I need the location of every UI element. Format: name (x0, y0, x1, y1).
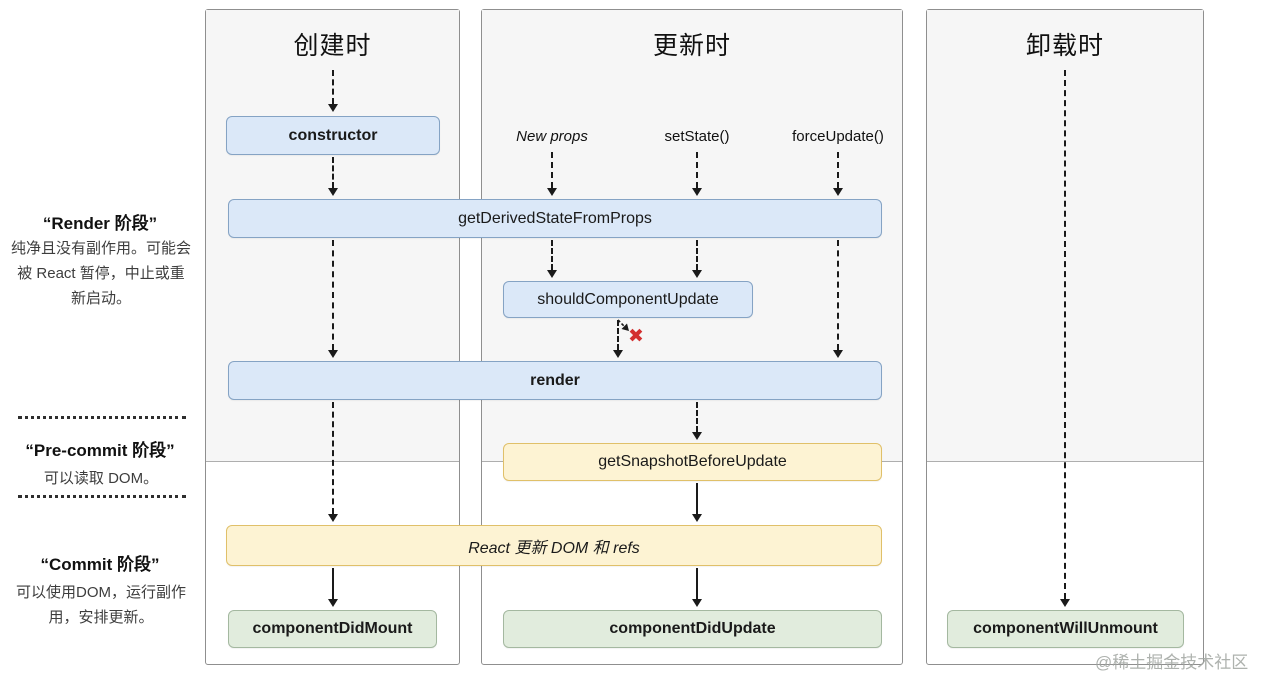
commit-phase-title: “Commit 阶段” (40, 555, 160, 574)
box-get-derived-state-from-props: getDerivedStateFromProps (228, 199, 882, 238)
dotted-divider-bottom (18, 495, 186, 498)
dotted-divider-top (18, 416, 186, 419)
column-mounting-title: 创建时 (293, 32, 372, 60)
arrow-scu-to-render (613, 320, 623, 358)
trigger-set-state: setState() (664, 128, 730, 145)
arrow-mount-to-constructor (328, 70, 338, 112)
arrow-constructor-to-gdsfp (328, 157, 338, 196)
trigger-force-update: forceUpdate() (792, 128, 884, 145)
arrow-render-to-reactdom-mount (328, 402, 338, 522)
arrow-gdsfp-to-render-mount (328, 240, 338, 358)
box-component-did-mount: componentDidMount (228, 610, 437, 648)
render-phase-description: 纯净且没有副作用。可能会被 React 暂停，中止或重新启动。 (10, 240, 191, 307)
arrow-unmount-to-cwu (1060, 70, 1070, 607)
column-unmounting-title: 卸载时 (1025, 32, 1104, 60)
arrow-gdsfp-to-scu-left (547, 240, 557, 278)
render-phase-title: “Render 阶段” (42, 214, 158, 233)
trigger-new-props: New props (516, 128, 588, 145)
arrow-render-to-snapshot (692, 402, 702, 440)
arrow-forceupdate-to-render (833, 240, 843, 358)
arrow-newprops-to-gdsfp (547, 152, 557, 196)
column-updating-title: 更新时 (652, 32, 731, 60)
arrow-reactdom-to-cdm (328, 568, 338, 607)
arrow-setstate-to-gdsfp (692, 152, 702, 196)
precommit-phase-description: 可以读取 DOM。 (43, 470, 159, 487)
box-react-updates-dom: React 更新 DOM 和 refs (226, 525, 882, 566)
arrow-scu-false-branch (617, 319, 629, 331)
column-updating: 更新时 (481, 9, 903, 665)
false-branch-icon: ✖ (628, 326, 644, 347)
watermark: @稀土掘金技术社区 (1095, 653, 1249, 672)
arrow-gdsfp-to-scu-right (692, 240, 702, 278)
box-component-will-unmount: componentWillUnmount (947, 610, 1184, 648)
arrow-snapshot-to-reactdom (692, 483, 702, 522)
box-constructor: constructor (226, 116, 440, 155)
commit-phase-description: 可以使用DOM，运行副作用，安排更新。 (16, 584, 186, 626)
precommit-phase-title: “Pre-commit 阶段” (25, 441, 175, 460)
arrow-reactdom-to-cdu (692, 568, 702, 607)
arrow-forceupdate-to-gdsfp (833, 152, 843, 196)
box-should-component-update: shouldComponentUpdate (503, 281, 753, 318)
box-component-did-update: componentDidUpdate (503, 610, 882, 648)
box-render: render (228, 361, 882, 400)
box-get-snapshot-before-update: getSnapshotBeforeUpdate (503, 443, 882, 481)
